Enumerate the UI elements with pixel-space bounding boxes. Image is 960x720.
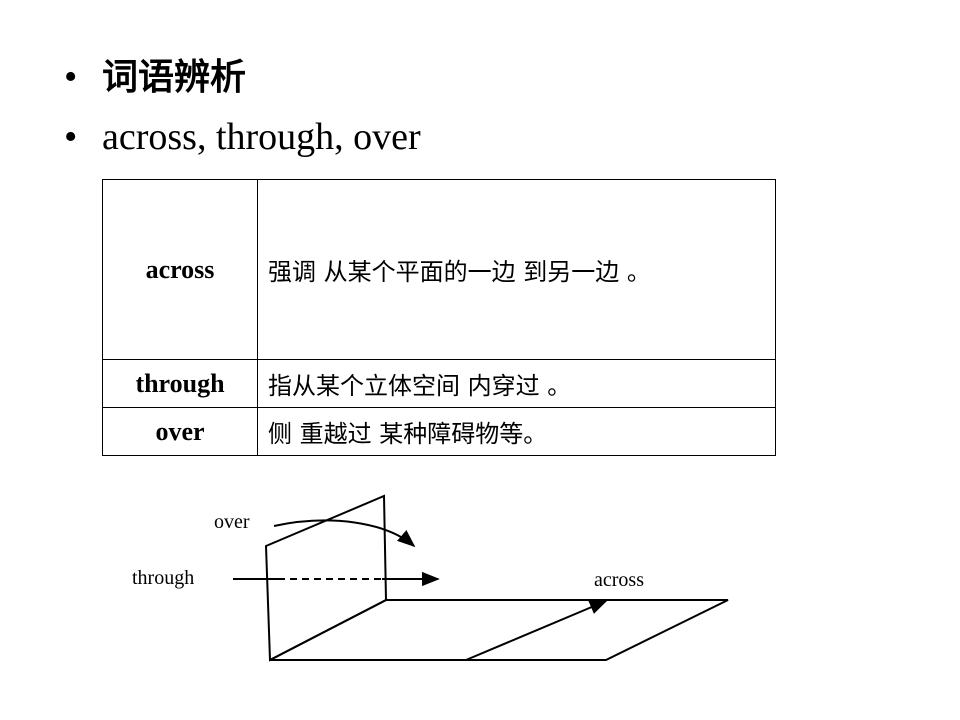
bullet-dot: • bbox=[64, 56, 78, 98]
comparison-table: across 强调 从某个平面的一边 到另一边 。 through 指从某个立体… bbox=[102, 179, 776, 456]
word-cell: over bbox=[102, 407, 258, 456]
over-arrow bbox=[273, 519, 416, 548]
bullet-item-2: • across, through, over bbox=[64, 118, 421, 156]
across-arrow bbox=[465, 600, 608, 661]
table-row: across 强调 从某个平面的一边 到另一边 。 bbox=[102, 179, 776, 360]
description-cell: 指从某个立体空间 内穿过 。 bbox=[257, 359, 776, 408]
bullet-text: 词语辨析 bbox=[102, 57, 247, 98]
over-label: over bbox=[214, 511, 250, 533]
bullet-dot: • bbox=[64, 116, 78, 158]
bullet-text: across, through, over bbox=[102, 116, 421, 158]
across-label: across bbox=[594, 569, 644, 591]
bullet-item-1: • 词语辨析 bbox=[64, 58, 246, 96]
through-label: through bbox=[132, 567, 194, 589]
ground-plane bbox=[269, 599, 729, 661]
table-row: through 指从某个立体空间 内穿过 。 bbox=[102, 359, 776, 408]
description-cell: 侧 重越过 某种障碍物等。 bbox=[257, 407, 776, 456]
table-row: over 侧 重越过 某种障碍物等。 bbox=[102, 407, 776, 456]
word-cell: across bbox=[102, 179, 258, 360]
